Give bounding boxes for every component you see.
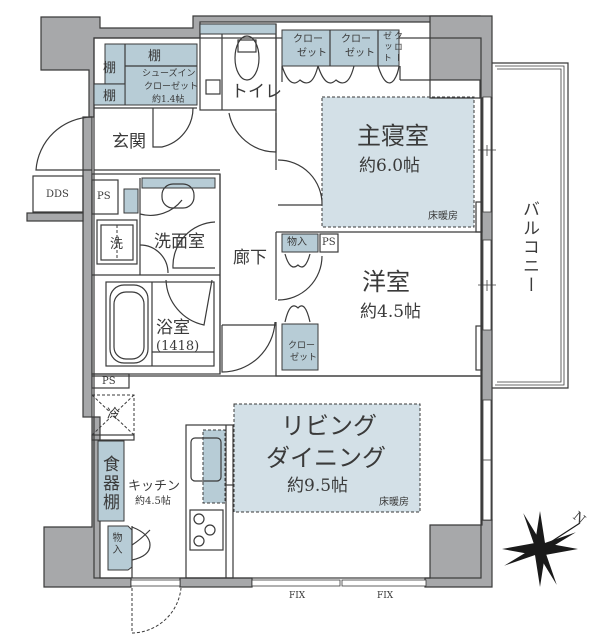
ps-label-top: PS bbox=[97, 191, 111, 202]
shelf-label-left: 棚 bbox=[103, 61, 117, 76]
washing-machine-box bbox=[96, 219, 138, 265]
small-closet-label-2: ゼット bbox=[381, 31, 391, 64]
wall-bottom-right bbox=[424, 519, 493, 588]
fridge-label: 冷 bbox=[107, 407, 121, 422]
entrance-label: 玄関 bbox=[112, 132, 146, 152]
master-bedroom-area: 約6.0帖 bbox=[359, 156, 421, 176]
master-closets bbox=[281, 29, 400, 67]
wall-left bbox=[82, 116, 93, 418]
storage-label-western: 物入 bbox=[287, 237, 307, 248]
ps-label-western: PS bbox=[322, 237, 336, 248]
kitchen-area: 約4.5帖 bbox=[135, 496, 171, 507]
wall-bottom-mid bbox=[179, 577, 253, 588]
bathroom-box bbox=[105, 281, 215, 367]
stove bbox=[189, 509, 224, 551]
western-room-name: 洋室 bbox=[362, 268, 410, 296]
shelf-label-top: 棚 bbox=[148, 49, 162, 64]
hallway-label: 廊下 bbox=[233, 248, 267, 268]
closet-label-1b: ゼット bbox=[297, 48, 327, 59]
living-label: リビング bbox=[281, 412, 377, 440]
washing-machine-label: 洗 bbox=[110, 237, 124, 252]
ps-box-bottom bbox=[91, 373, 130, 389]
kitchen-label: キッチン bbox=[128, 479, 181, 494]
storage-western bbox=[281, 233, 319, 253]
living-area: 約9.5帖 bbox=[287, 476, 349, 496]
sink-icon bbox=[190, 437, 222, 482]
compass-icon bbox=[502, 511, 581, 587]
burner-icon bbox=[193, 535, 205, 547]
shoe-closet-label-2: クローゼット bbox=[144, 82, 199, 92]
toilet-bowl-icon bbox=[234, 35, 260, 81]
window-kitchen-door bbox=[130, 579, 181, 587]
shelf-label-bottom: 棚 bbox=[103, 89, 117, 104]
window-fix-2 bbox=[341, 579, 427, 587]
washroom-label: 洗面室 bbox=[154, 232, 205, 252]
closet-western-label-2: ゼット bbox=[290, 353, 318, 363]
fix-label-1: FIX bbox=[289, 591, 306, 601]
ps-label-bottom: PS bbox=[102, 376, 116, 387]
bathroom-size: (1418) bbox=[156, 339, 200, 354]
wall-top-left bbox=[40, 15, 481, 118]
closet-label-1a: クロー bbox=[293, 34, 323, 45]
dds-box bbox=[32, 175, 84, 213]
closet-label-2b: ゼット bbox=[345, 48, 375, 59]
western-room-area: 約4.5帖 bbox=[360, 302, 422, 322]
burner-icon bbox=[193, 513, 205, 525]
living-floor-heating-label: 床暖房 bbox=[379, 497, 409, 508]
washbasin-icon bbox=[161, 183, 195, 209]
bathroom-label: 浴室 bbox=[156, 318, 190, 338]
master-bedroom-name: 主寝室 bbox=[357, 122, 429, 150]
balcony-outline bbox=[492, 62, 569, 389]
small-closet-label-1: クロー bbox=[392, 31, 402, 64]
dds-label: DDS bbox=[46, 189, 69, 200]
wall-top-right bbox=[429, 15, 493, 99]
toilet-sink-icon bbox=[205, 79, 221, 95]
closet-western-label-1: クロー bbox=[288, 341, 316, 351]
bathtub-icon bbox=[109, 284, 149, 364]
fix-label-2: FIX bbox=[377, 591, 394, 601]
shoe-closet-area: 約1.4帖 bbox=[152, 95, 185, 105]
dish-cabinet bbox=[97, 440, 125, 522]
toilet-label: トイレ bbox=[231, 82, 282, 102]
kitchen-counter bbox=[185, 424, 234, 579]
closet-label-2a: クロー bbox=[341, 34, 371, 45]
master-floor-heating: 床暖房 bbox=[428, 211, 458, 222]
kitchen-storage-label: 物入 bbox=[110, 532, 121, 556]
ps-western bbox=[319, 233, 339, 253]
ps-box-top bbox=[91, 179, 119, 215]
shoe-closet-label-1: シューズイン bbox=[142, 69, 196, 79]
sink-area bbox=[202, 429, 226, 504]
living-floor-heating bbox=[233, 403, 421, 513]
dish-cabinet-label: 食器棚 bbox=[99, 455, 119, 512]
balcony-label: バルコニー bbox=[519, 200, 539, 295]
wall-dds bbox=[26, 212, 84, 222]
closet-western bbox=[281, 323, 319, 371]
burner-icon bbox=[204, 524, 216, 536]
master-bedroom-floor-heating bbox=[321, 96, 475, 228]
window-fix-1 bbox=[251, 579, 341, 587]
dining-label: ダイニング bbox=[266, 444, 386, 472]
